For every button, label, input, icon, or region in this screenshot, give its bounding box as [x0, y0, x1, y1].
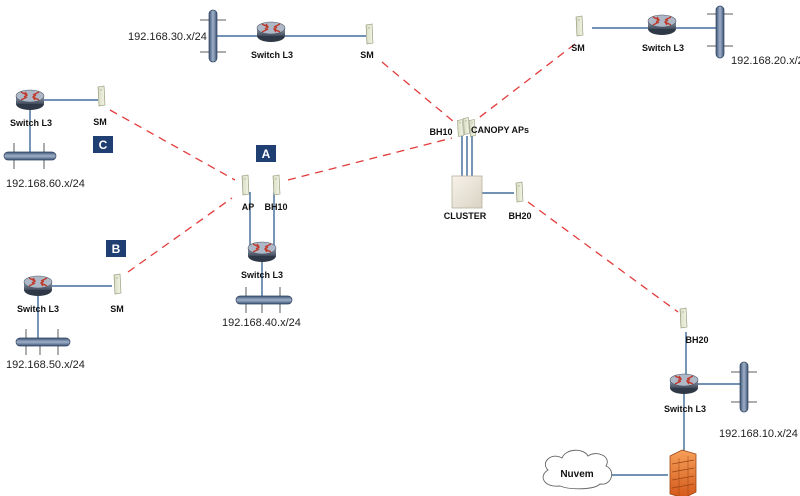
net10-label: 192.168.10.x/24 — [719, 428, 798, 440]
radio-unit-icon — [272, 174, 281, 196]
radio-unit-icon — [515, 181, 524, 203]
switch-bar-icon — [739, 361, 749, 413]
cloud-icon — [542, 449, 613, 490]
router-icon — [23, 275, 53, 297]
switch-bar-icon — [3, 151, 57, 161]
switch-a-label: Switch L3 — [241, 270, 283, 280]
switch-bar-net20 — [707, 5, 733, 59]
radio-bh20-link — [527, 201, 679, 313]
badge-c-label: C — [99, 138, 108, 152]
radio-unit-icon — [97, 85, 106, 107]
switch-right-top-label: Switch L3 — [642, 43, 684, 53]
switch-bar-icon — [715, 5, 725, 59]
switch-bar-net40 — [235, 287, 293, 313]
router-icon — [256, 21, 286, 43]
net20-label: 192.168.20.x/24 — [731, 55, 800, 67]
device-labels: Switch L3 SM Switch L3 SM Switch L3 SM S… — [10, 43, 709, 414]
ap-a-label: AP — [242, 202, 255, 212]
router-icon — [15, 89, 45, 111]
radio-unit-icon — [365, 23, 374, 45]
firewall — [669, 449, 697, 496]
switch-c-label: Switch L3 — [10, 118, 52, 128]
canopy-aps-label: CANOPY APs — [471, 125, 529, 135]
cluster-label: CLUSTER — [444, 211, 487, 221]
radio-unit-icon — [241, 174, 250, 196]
router-bottom — [669, 373, 699, 395]
switch-bar-icon — [235, 295, 293, 305]
router-a — [247, 241, 277, 263]
radio-canopy-1 — [457, 119, 464, 137]
radio-sm-c-to-ap — [109, 109, 236, 181]
net50-label: 192.168.50.x/24 — [6, 359, 85, 371]
network-labels: 192.168.30.x/24 192.168.20.x/24 192.168.… — [6, 31, 800, 440]
firewall-icon — [669, 449, 697, 496]
switch-b-label: Switch L3 — [17, 304, 59, 314]
sm-top-label: SM — [360, 50, 374, 60]
sm-right-top-label: SM — [571, 43, 585, 53]
router-icon — [647, 14, 677, 36]
cluster-box — [451, 175, 483, 209]
router-icon — [247, 241, 277, 263]
switch-bar-net30 — [200, 9, 226, 63]
radio-bh20-cluster — [515, 181, 524, 203]
switch-bar-icon — [208, 9, 218, 63]
radio-sm-right-top — [575, 15, 584, 37]
radio-canopy-2 — [463, 117, 470, 135]
wired-links — [29, 27, 742, 476]
switch-bottom-label: Switch L3 — [664, 404, 706, 414]
switch-top-label: Switch L3 — [251, 50, 293, 60]
badge-b: B — [106, 240, 126, 257]
bh20-cluster-label: BH20 — [508, 211, 531, 221]
sm-c-label: SM — [93, 117, 107, 127]
bh20-bottom-label: BH20 — [685, 335, 708, 345]
radio-sm-top — [365, 23, 374, 45]
badge-a: A — [256, 145, 276, 162]
net30-label: 192.168.30.x/24 — [128, 31, 207, 43]
router-right-top — [647, 14, 677, 36]
net60-label: 192.168.60.x/24 — [6, 178, 85, 190]
switch-bar-net60 — [3, 143, 57, 169]
sm-b-label: SM — [110, 304, 124, 314]
router-top — [256, 21, 286, 43]
cloud: Nuvem — [542, 449, 613, 490]
radio-sm-c — [97, 85, 106, 107]
router-c — [15, 89, 45, 111]
radio-unit-icon — [457, 119, 464, 137]
badge-b-label: B — [112, 242, 121, 256]
net40-label: 192.168.40.x/24 — [222, 317, 301, 329]
radio-bh10-link — [287, 137, 453, 181]
switch-bar-icon — [15, 337, 71, 347]
bh10-cluster-label: BH10 — [429, 127, 452, 137]
radio-bh10-a — [272, 174, 281, 196]
radio-sm-top-to-aps — [381, 61, 455, 123]
radio-bh20-bottom — [679, 307, 688, 329]
radio-sm-b-to-ap — [127, 197, 233, 273]
radio-sm-right-to-aps — [475, 43, 576, 121]
radio-sm-b — [113, 273, 122, 295]
router-b — [23, 275, 53, 297]
radio-ap-a — [241, 174, 250, 196]
radio-unit-icon — [113, 273, 122, 295]
radio-unit-icon — [463, 117, 470, 135]
radio-unit-icon — [575, 15, 584, 37]
router-icon — [669, 373, 699, 395]
cluster-box-icon — [451, 175, 483, 209]
badge-c: C — [93, 136, 113, 153]
radio-links — [109, 43, 679, 313]
badge-a-label: A — [262, 147, 271, 161]
cloud-label: Nuvem — [560, 469, 593, 480]
switch-bar-net50 — [15, 329, 71, 355]
bh10-a-label: BH10 — [264, 202, 287, 212]
switch-bar-net10 — [731, 361, 757, 413]
radio-unit-icon — [679, 307, 688, 329]
